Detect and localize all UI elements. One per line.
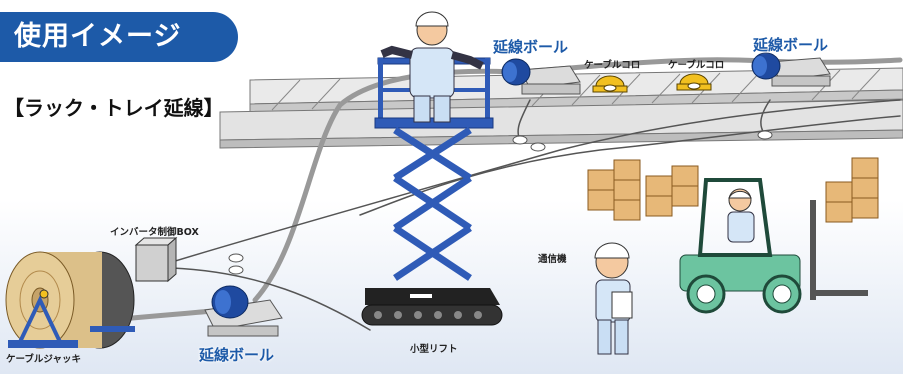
- pull-ball-machine-rack-1: [501, 58, 581, 95]
- label-ground-pull-ball: 延線ボール: [199, 346, 275, 364]
- label-cable-roller-2: ケーブルコロ: [668, 60, 725, 71]
- pull-ball-machine-rack-2: [751, 52, 831, 87]
- pull-ball-machine-ground: [204, 285, 283, 337]
- cardboard-box-stack: [587, 157, 879, 223]
- label-communicator: 通信機: [538, 254, 567, 265]
- worker-on-lift-icon: [380, 11, 484, 123]
- label-cable-jack: ケーブルジャッキ: [6, 354, 81, 365]
- label-inverter-box: インバータ制御BOX: [110, 227, 199, 238]
- cable-jack-icon: [8, 289, 135, 348]
- cable-roller-icon: [592, 75, 628, 93]
- label-rail-pull-ball-2: 延線ボール: [753, 36, 829, 54]
- label-cable-roller-1: ケーブルコロ: [584, 60, 641, 71]
- worker-with-clipboard-icon: [594, 242, 633, 355]
- label-rail-pull-ball-1: 延線ボール: [493, 38, 569, 56]
- section-badge: 使用イメージ: [0, 12, 238, 62]
- cable-roller-icon: [676, 73, 712, 91]
- forklift-icon: [679, 178, 868, 314]
- cable-drum-icon: [5, 251, 135, 349]
- inverter-box-icon: [134, 236, 178, 283]
- page-subtitle: 【ラック・トレイ延線】: [4, 96, 224, 120]
- scissor-lift: [361, 57, 503, 326]
- label-small-lift: 小型リフト: [410, 344, 458, 355]
